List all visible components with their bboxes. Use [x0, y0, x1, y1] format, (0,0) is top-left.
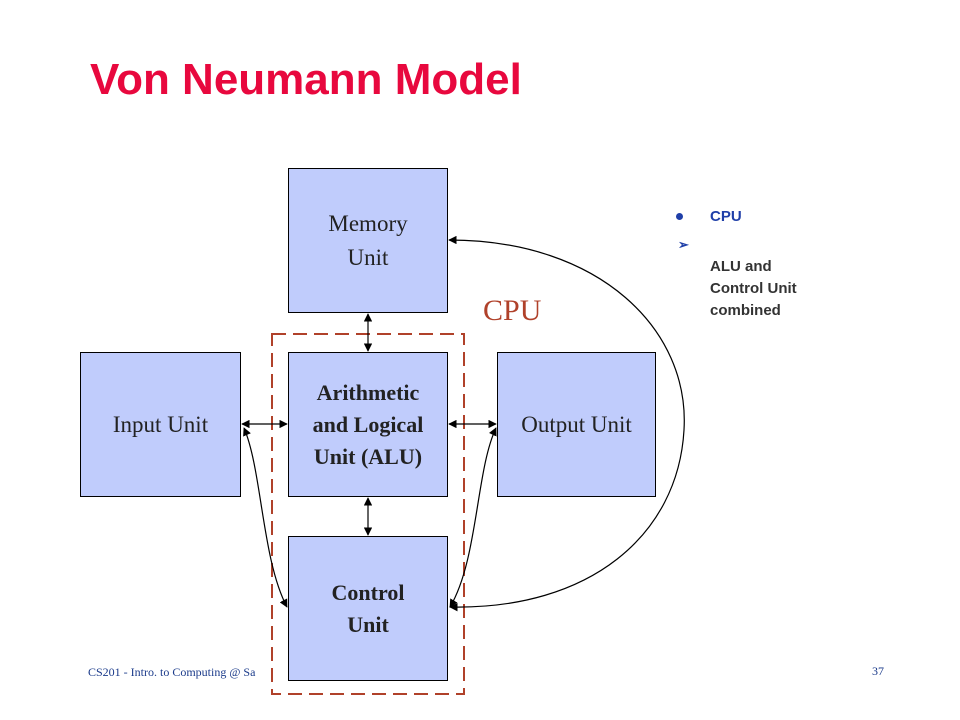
memory-unit-box: Memory Unit — [288, 168, 448, 313]
bullet-level2-text: ALU and Control Unit combined — [710, 258, 797, 319]
output-unit-box: Output Unit — [497, 352, 656, 497]
control-unit-box: Control Unit — [288, 536, 448, 681]
input-unit-box: Input Unit — [80, 352, 241, 497]
control-unit-label: Control Unit — [331, 579, 405, 637]
page-number: 37 — [872, 664, 884, 678]
bullet-level2: ➢ ALU and Control Unit combined — [676, 234, 876, 322]
footer-course: CS201 - Intro. to Computing @ Sa — [88, 665, 256, 679]
input-unit-label: Input Unit — [112, 411, 209, 437]
bullet-level1-text: CPU — [710, 208, 742, 225]
memory-unit-label: Memory Unit — [328, 210, 408, 270]
bullet-dot-icon — [676, 213, 683, 220]
alu-box: Arithmetic and Logical Unit (ALU) — [288, 352, 448, 497]
bullet-list: CPU ➢ ALU and Control Unit combined — [676, 206, 876, 322]
input-control-arrow — [243, 427, 288, 608]
memory-control-arrow — [448, 235, 685, 612]
output-control-arrow — [449, 427, 497, 608]
output-unit-label: Output Unit — [521, 411, 632, 437]
bullet-arrow-icon: ➢ — [678, 237, 689, 252]
alu-label: Arithmetic and Logical Unit (ALU) — [312, 379, 424, 469]
cpu-label: CPU — [483, 294, 542, 327]
bullet-level1: CPU — [676, 206, 876, 228]
slide-title: Von Neumann Model — [90, 55, 522, 104]
